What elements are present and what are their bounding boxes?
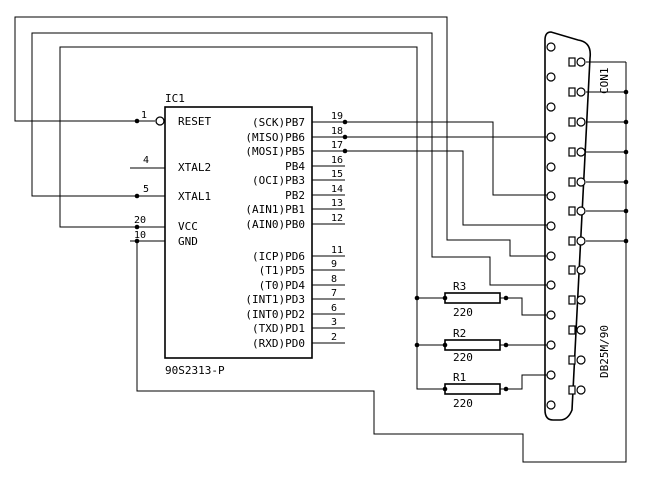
ic1-right-pins: (SCK)PB7 (MISO)PB6 (MOSI)PB5 PB4 (OCI)PB… [245,111,345,350]
svg-text:5: 5 [143,184,149,195]
junction-dot [623,208,629,214]
con1-ref: CON1 [598,68,611,95]
pin-name-pb3: (OCI)PB3 [252,174,305,187]
pin-name-pb6: (MISO)PB6 [245,131,305,144]
db25-pads [568,57,576,395]
db25-pins [546,42,586,410]
pin-num-14: 14 [331,184,343,195]
pin-name-pd2: (INT0)PD2 [245,308,305,321]
svg-text:20: 20 [134,215,146,226]
junction-dot [134,193,140,199]
ic1-part: 90S2313-P [165,364,225,377]
pin-name-pb2: PB2 [285,189,305,202]
wires [14,16,629,463]
ic1-pin-xtal1: 5 XTAL1 [130,184,211,203]
pin-num-11: 11 [331,245,343,256]
junction-dot [134,224,140,230]
pin-num-12: 12 [331,213,343,224]
r3-ref: R3 [453,280,466,293]
junction-dot [623,179,629,185]
svg-text:10: 10 [134,230,146,241]
pin-name-pd4: (T0)PD4 [259,279,306,292]
con1-part: DB25M/90 [598,325,611,378]
wire-r3-right [506,297,548,316]
pin-num-9: 9 [331,259,337,270]
pin-num-7: 7 [331,288,337,299]
resistor-r1: R1 220 [442,371,509,410]
pin-name-pd1: (TXD)PD1 [252,322,305,335]
junction-dot [623,238,629,244]
r1-value: 220 [453,397,473,410]
pin-num-13: 13 [331,198,343,209]
inverted-input-bubble [155,116,165,126]
pin-num-3: 3 [331,317,337,328]
svg-text:RESET: RESET [178,115,211,128]
db25-connector: CON1 DB25M/90 [544,31,611,421]
ic1-pin-xtal2: 4 XTAL2 [130,155,211,174]
ic1: IC1 90S2313-P 1 RESET 4 XTAL2 5 XTAL1 20… [130,92,345,377]
pin-name-pd6: (ICP)PD6 [252,250,305,263]
db25-shell [544,31,592,421]
wire-gnd [136,62,627,463]
junction-dot [342,148,348,154]
wire-xtal1 [31,32,548,286]
junction-dot [623,119,629,125]
svg-text:VCC: VCC [178,220,198,233]
wire-r1-right [506,374,548,390]
pin-num-15: 15 [331,169,343,180]
pin-name-pb4: PB4 [285,160,305,173]
svg-text:XTAL1: XTAL1 [178,190,211,203]
pin-num-8: 8 [331,274,337,285]
pin-num-16: 16 [331,155,343,166]
svg-text:4: 4 [143,155,149,166]
r2-ref: R2 [453,327,466,340]
pin-name-pd3: (INT1)PD3 [245,293,305,306]
junction-dot [342,119,348,125]
wire-pb7 [345,121,548,196]
junction-dot [134,118,140,124]
r1-ref: R1 [453,371,466,384]
resistor-r3: R3 220 [442,280,509,319]
ic1-ref: IC1 [165,92,185,105]
pin-name-pd5: (T1)PD5 [259,264,305,277]
pin-name-pb5: (MOSI)PB5 [245,145,305,158]
junction-dot [623,149,629,155]
junction-dot [134,238,140,244]
pin-name-pb7: (SCK)PB7 [252,116,305,129]
pin-num-19: 19 [331,111,343,122]
junction-dot [414,342,420,348]
resistor-r2: R2 220 [442,327,509,364]
junction-dot [414,295,420,301]
wire-vcc [59,46,445,390]
wire-pb5 [345,150,548,226]
r2-value: 220 [453,351,473,364]
ic1-pin-reset: 1 RESET [137,110,211,128]
pin-num-6: 6 [331,303,337,314]
svg-text:1: 1 [141,110,147,121]
pin-num-2: 2 [331,332,337,343]
r3-value: 220 [453,306,473,319]
pin-name-pd0: (RXD)PD0 [252,337,305,350]
pin-num-17: 17 [331,140,343,151]
svg-text:GND: GND [178,235,198,248]
pin-name-pb0: (AIN0)PB0 [245,218,305,231]
svg-text:XTAL2: XTAL2 [178,161,211,174]
junction-dot [342,134,348,140]
pin-num-18: 18 [331,126,343,137]
pin-name-pb1: (AIN1)PB1 [245,203,305,216]
ic1-body [164,106,313,359]
junction-dot [623,89,629,95]
wire-reset [14,16,548,257]
